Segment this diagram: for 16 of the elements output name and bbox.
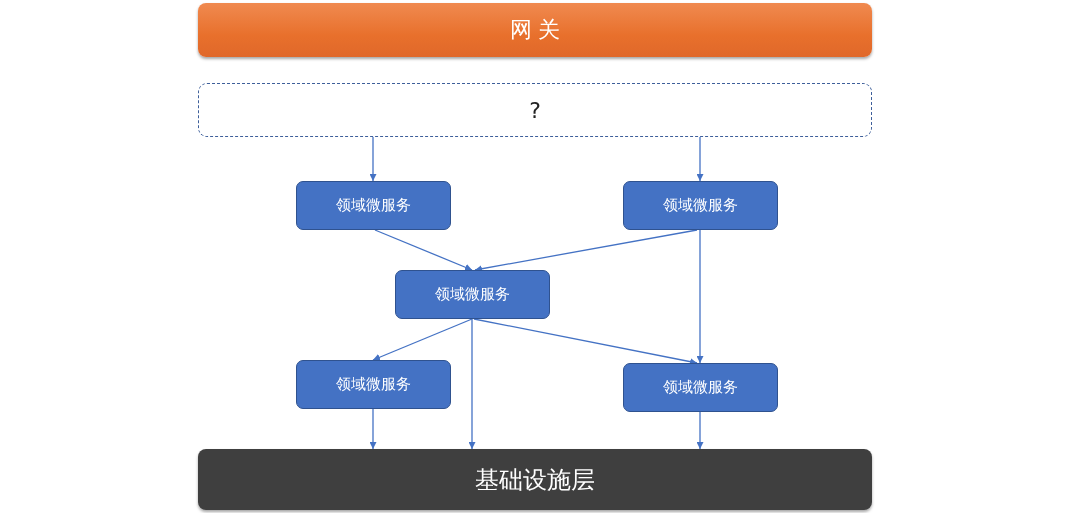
service-box: 领域微服务 xyxy=(623,181,778,230)
arrow xyxy=(372,318,473,361)
arrow xyxy=(696,136,704,182)
arrow xyxy=(696,229,704,364)
infrastructure-bar: 基础设施层 xyxy=(198,449,872,510)
service-box: 领域微服务 xyxy=(395,270,550,319)
arrow xyxy=(374,229,473,271)
gateway-bar: 网 关 xyxy=(198,3,872,57)
service-box: 领域微服务 xyxy=(296,181,451,230)
service-box: 领域微服务 xyxy=(623,363,778,412)
arrow xyxy=(468,318,476,450)
arrow xyxy=(369,136,377,182)
arrow xyxy=(369,408,377,450)
arrow xyxy=(696,411,704,450)
service-box: 领域微服务 xyxy=(296,360,451,409)
placeholder-box: ? xyxy=(198,83,872,137)
